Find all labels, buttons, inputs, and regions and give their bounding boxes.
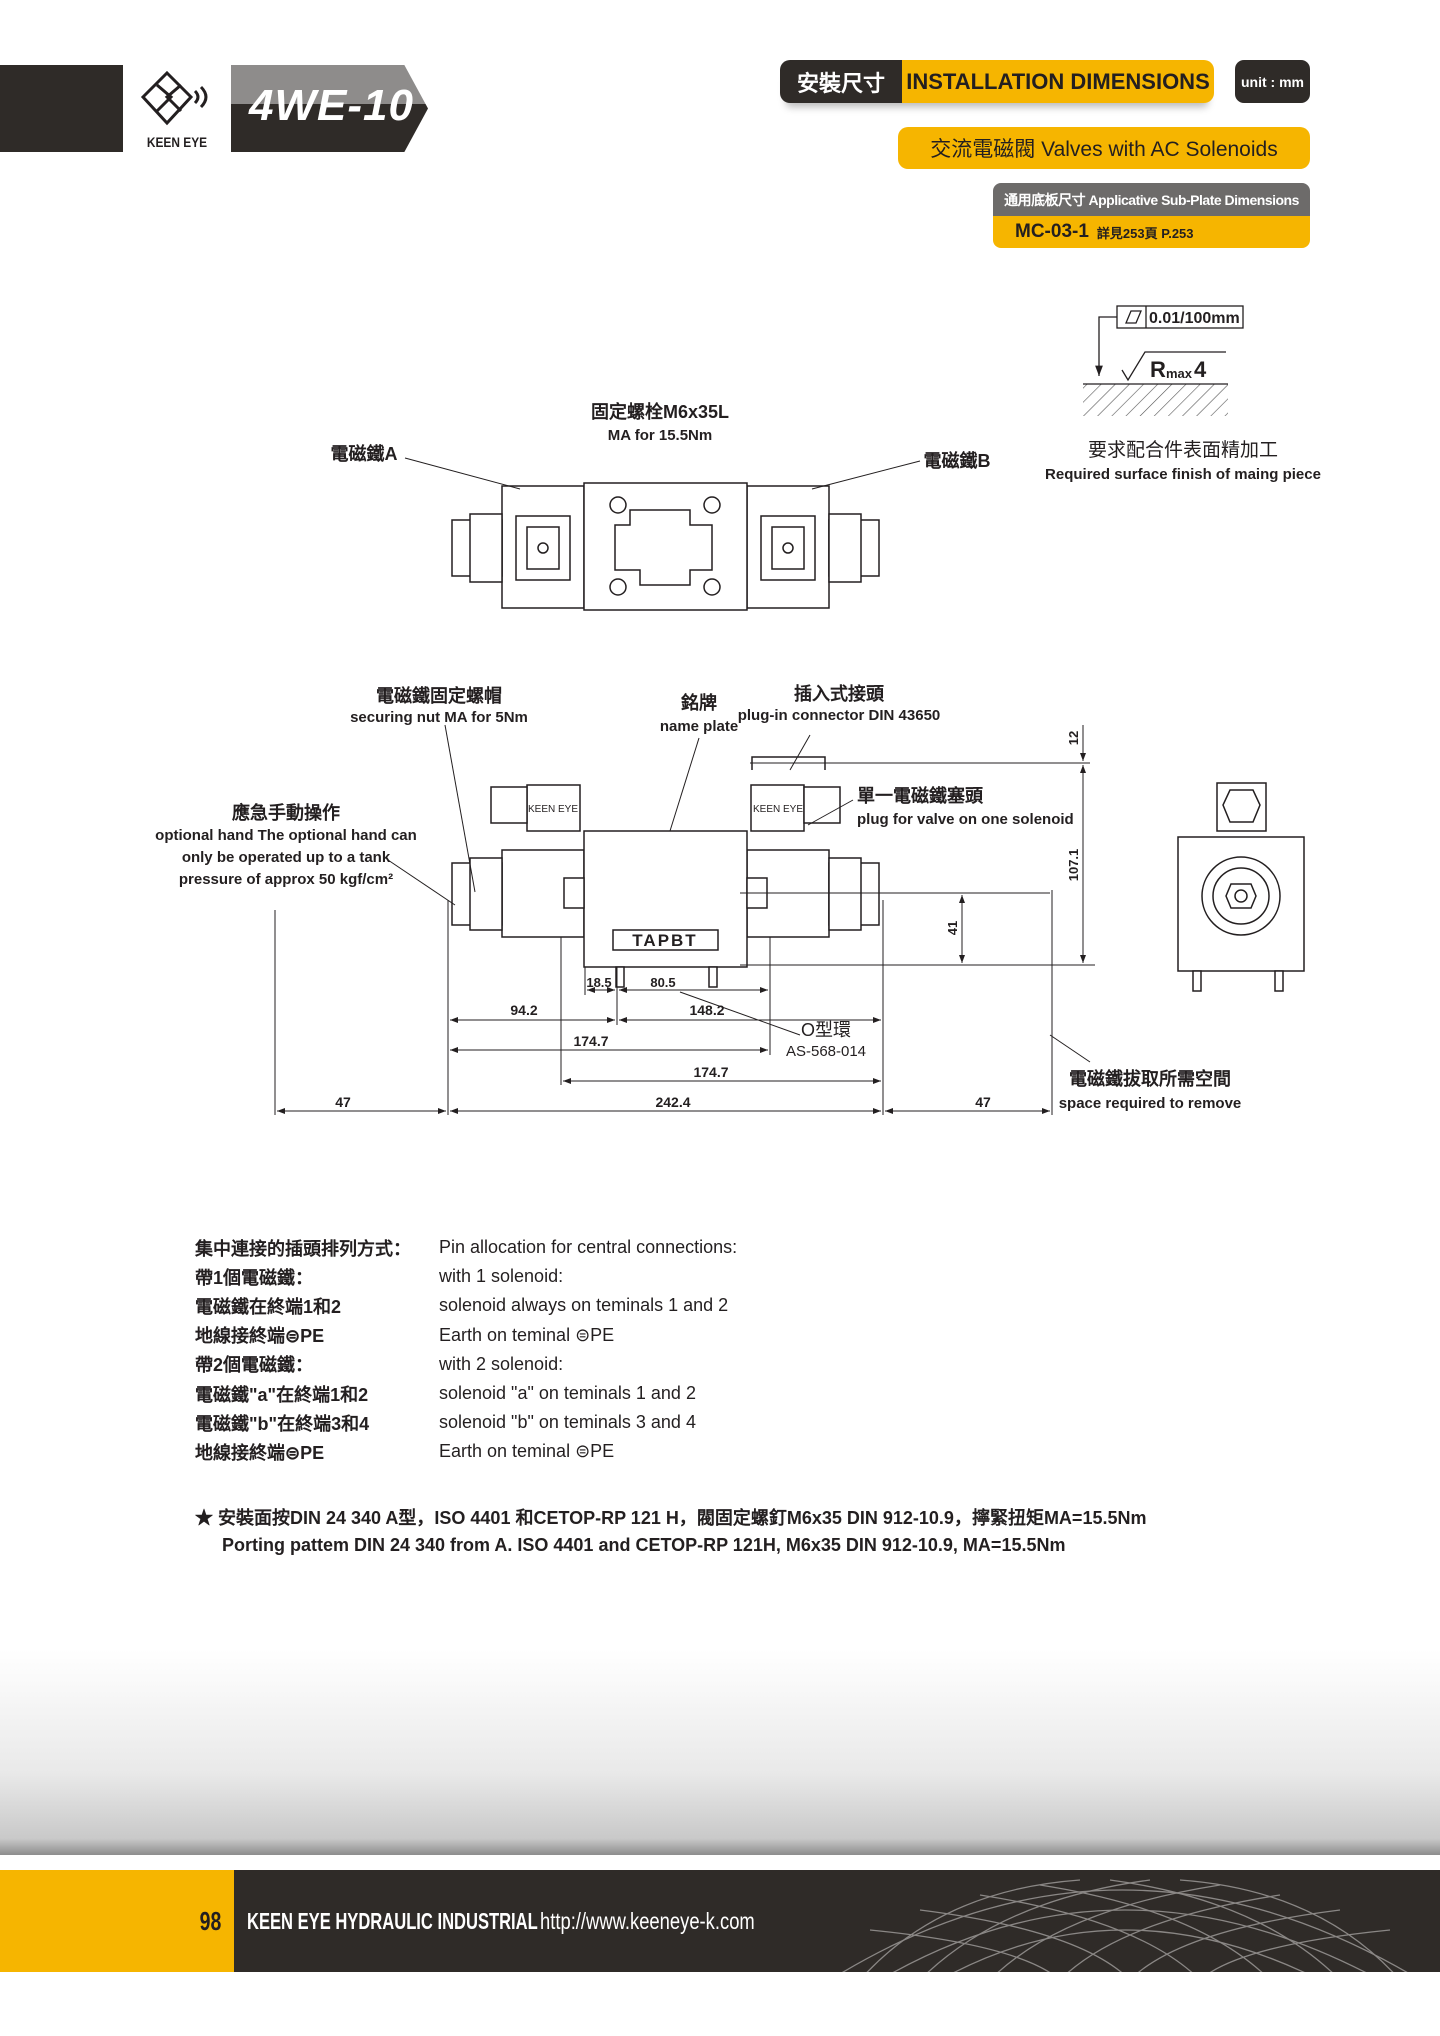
pin-row: 集中連接的插頭排列方式： Pin allocation for central c… — [195, 1233, 737, 1262]
footer-band: 98 KEEN EYE HYDRAULIC INDUSTRIAL http://… — [0, 1870, 1440, 1972]
dim-80-5: 80.5 — [650, 975, 675, 990]
pin-en: solenoid "b" on teminals 3 and 4 — [439, 1412, 696, 1433]
note-en: Porting pattem DIN 24 340 from A. ISO 44… — [222, 1535, 1066, 1555]
bolt-label-en: MA for 15.5Nm — [608, 427, 712, 444]
pin-zh: 集中連接的插頭排列方式： — [195, 1238, 411, 1259]
section-title-en: INSTALLATION DIMENSIONS — [902, 60, 1214, 103]
dim-41: 41 — [945, 921, 960, 935]
pin-zh: 地線接終端⊜PE — [195, 1442, 325, 1463]
brand-logo: KEEN EYE — [123, 65, 231, 152]
plug-label-en: plug-in connector DIN 43650 — [738, 707, 941, 724]
pin-row: 電磁鐵"b"在終端3和4 solenoid "b" on teminals 3 a… — [195, 1408, 737, 1437]
pin-en: Pin allocation for central connections: — [439, 1237, 738, 1258]
dim-47-right: 47 — [975, 1094, 991, 1110]
oring-label-zh: O型環 — [801, 1020, 851, 1040]
dim-94-2: 94.2 — [510, 1002, 537, 1018]
subplate-ref: 詳見253頁 P.253 — [1096, 225, 1194, 241]
pin-zh: 電磁鐵在終端1和2 — [195, 1296, 342, 1317]
pin-row: 帶2個電磁鐵： with 2 solenoid: — [195, 1350, 737, 1379]
model-name: 4WE-10 — [249, 81, 414, 130]
hand-label-en-1: optional hand The optional hand can — [155, 827, 417, 844]
pin-row: 帶1個電磁鐵： with 1 solenoid: — [195, 1262, 737, 1291]
header-dark-block — [0, 65, 123, 152]
coil-brand-left: KEEN EYE — [528, 804, 578, 815]
pin-zh: 電磁鐵"a"在終端1和2 — [195, 1384, 369, 1405]
subplate-code: MC-03-1 — [1015, 221, 1089, 242]
pin-zh: 帶2個電磁鐵： — [195, 1355, 314, 1376]
valve-top-view — [404, 457, 921, 611]
subplate-label: 通用底板尺寸 Applicative Sub-Plate Dimensions — [993, 183, 1310, 216]
company-url[interactable]: http://www.keeneye-k.com — [540, 1908, 755, 1934]
pin-en: Earth on teminal ⊜PE — [439, 1324, 615, 1345]
mounting-note: ★ 安裝面按DIN 24 340 A型，ISO 4401 和CETOP-RP 1… — [195, 1505, 1146, 1559]
pin-row: 地線接終端⊜PE Earth on teminal ⊜PE — [195, 1321, 737, 1350]
pin-allocation-table: 集中連接的插頭排列方式： Pin allocation for central c… — [195, 1233, 737, 1467]
nameplate-label-en: name plate — [660, 718, 738, 735]
page-number: 98 — [199, 1906, 222, 1936]
note-zh: 安裝面按DIN 24 340 A型，ISO 4401 和CETOP-RP 121… — [218, 1508, 1147, 1528]
keen-eye-logo-icon — [140, 70, 208, 126]
flatness-value: 0.01/100mm — [1149, 310, 1240, 327]
single-plug-label-en: plug for valve on one solenoid — [857, 811, 1074, 828]
nameplate-text: TAPBT — [632, 931, 697, 950]
pin-row: 電磁鐵"a"在終端1和2 solenoid "a" on teminals 1 a… — [195, 1379, 737, 1408]
roughness-value: 4 — [1194, 357, 1207, 382]
installation-drawing: 0.01/100mm R max 4 要求配合件表面精加工 Required s… — [155, 305, 1321, 1115]
solenoid-b-label: 電磁鐵B — [924, 450, 991, 471]
hand-label-en-2: only be operated up to a tank — [182, 849, 391, 866]
dim-107-1: 107.1 — [1066, 849, 1081, 882]
brand-name: KEEN EYE — [146, 134, 208, 150]
bolt-label-zh: 固定螺栓M6x35L — [591, 401, 729, 422]
nut-label-en: securing nut MA for 5Nm — [350, 709, 528, 726]
dimension-lines — [274, 725, 1095, 1115]
star-icon: ★ — [195, 1508, 213, 1528]
globe-mesh-icon — [842, 1879, 1408, 1972]
pin-zh: 帶1個電磁鐵： — [195, 1267, 314, 1288]
coil-brand-right: KEEN EYE — [753, 804, 803, 815]
hand-label-zh: 應急手動操作 — [232, 802, 340, 823]
footer-yellow-block — [0, 1870, 234, 1972]
model-banner: 4WE-10 — [231, 65, 428, 152]
dim-12: 12 — [1066, 731, 1081, 745]
plug-label-zh: 插入式接頭 — [794, 683, 885, 704]
roughness-r: R — [1150, 357, 1166, 382]
surface-label-zh: 要求配合件表面精加工 — [1088, 439, 1278, 461]
oring-label-en: AS-568-014 — [786, 1043, 866, 1060]
hand-label-en-3: pressure of approx 50 kgf/cm² — [179, 871, 393, 888]
dim-148-2: 148.2 — [689, 1002, 724, 1018]
surface-finish-symbol — [1083, 305, 1244, 416]
footer-fade — [0, 1650, 1440, 1855]
single-plug-label-zh: 單一電磁鐵塞頭 — [857, 785, 984, 806]
valve-side-view — [451, 756, 880, 988]
section-badge: 安裝尺寸 INSTALLATION DIMENSIONS — [780, 60, 1214, 103]
surface-label-en: Required surface finish of maing piece — [1045, 466, 1321, 483]
pin-row: 地線接終端⊜PE Earth on teminal ⊜PE — [195, 1437, 737, 1466]
dim-174-7-b: 174.7 — [693, 1064, 728, 1080]
nut-label-zh: 電磁鐵固定螺帽 — [376, 685, 502, 706]
nameplate-label-zh: 銘牌 — [681, 692, 717, 713]
dim-242-4: 242.4 — [655, 1094, 690, 1110]
dim-174-7-a: 174.7 — [573, 1033, 608, 1049]
solenoid-a-label: 電磁鐵A — [331, 443, 398, 464]
pin-en: solenoid always on teminals 1 and 2 — [439, 1295, 729, 1316]
pin-en: with 2 solenoid: — [439, 1353, 564, 1374]
subtitle-pill: 交流電磁閥 Valves with AC Solenoids — [898, 127, 1310, 169]
roughness-sub: max — [1166, 366, 1193, 381]
dim-47-left: 47 — [335, 1094, 351, 1110]
pin-en: Earth on teminal ⊜PE — [439, 1441, 615, 1462]
pin-en: solenoid "a" on teminals 1 and 2 — [439, 1383, 696, 1404]
section-title-zh: 安裝尺寸 — [780, 60, 902, 103]
space-label-en: space required to remove — [1059, 1095, 1242, 1112]
pin-en: with 1 solenoid: — [439, 1266, 564, 1287]
space-label-zh: 電磁鐵拔取所需空間 — [1069, 1068, 1231, 1089]
valve-end-view — [1177, 782, 1305, 992]
pin-row: 電磁鐵在終端1和2 solenoid always on teminals 1 a… — [195, 1291, 737, 1320]
dim-18-5: 18.5 — [586, 975, 611, 990]
subplate-box: 通用底板尺寸 Applicative Sub-Plate Dimensions … — [993, 183, 1310, 248]
leader-lines — [387, 724, 1091, 1063]
pin-zh: 地線接終端⊜PE — [195, 1326, 325, 1347]
company-name: KEEN EYE HYDRAULIC INDUSTRIAL — [247, 1908, 538, 1934]
unit-badge: unit : mm — [1235, 60, 1310, 103]
pin-zh: 電磁鐵"b"在終端3和4 — [195, 1413, 370, 1434]
